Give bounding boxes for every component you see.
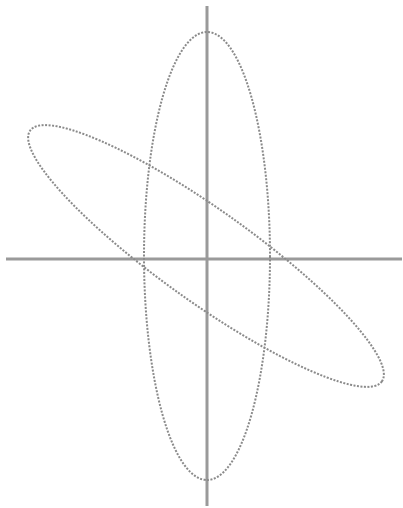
tilted-ellipse <box>27 124 385 388</box>
vertical-ellipse <box>143 31 271 481</box>
shapes <box>27 31 385 481</box>
axes <box>6 6 402 506</box>
